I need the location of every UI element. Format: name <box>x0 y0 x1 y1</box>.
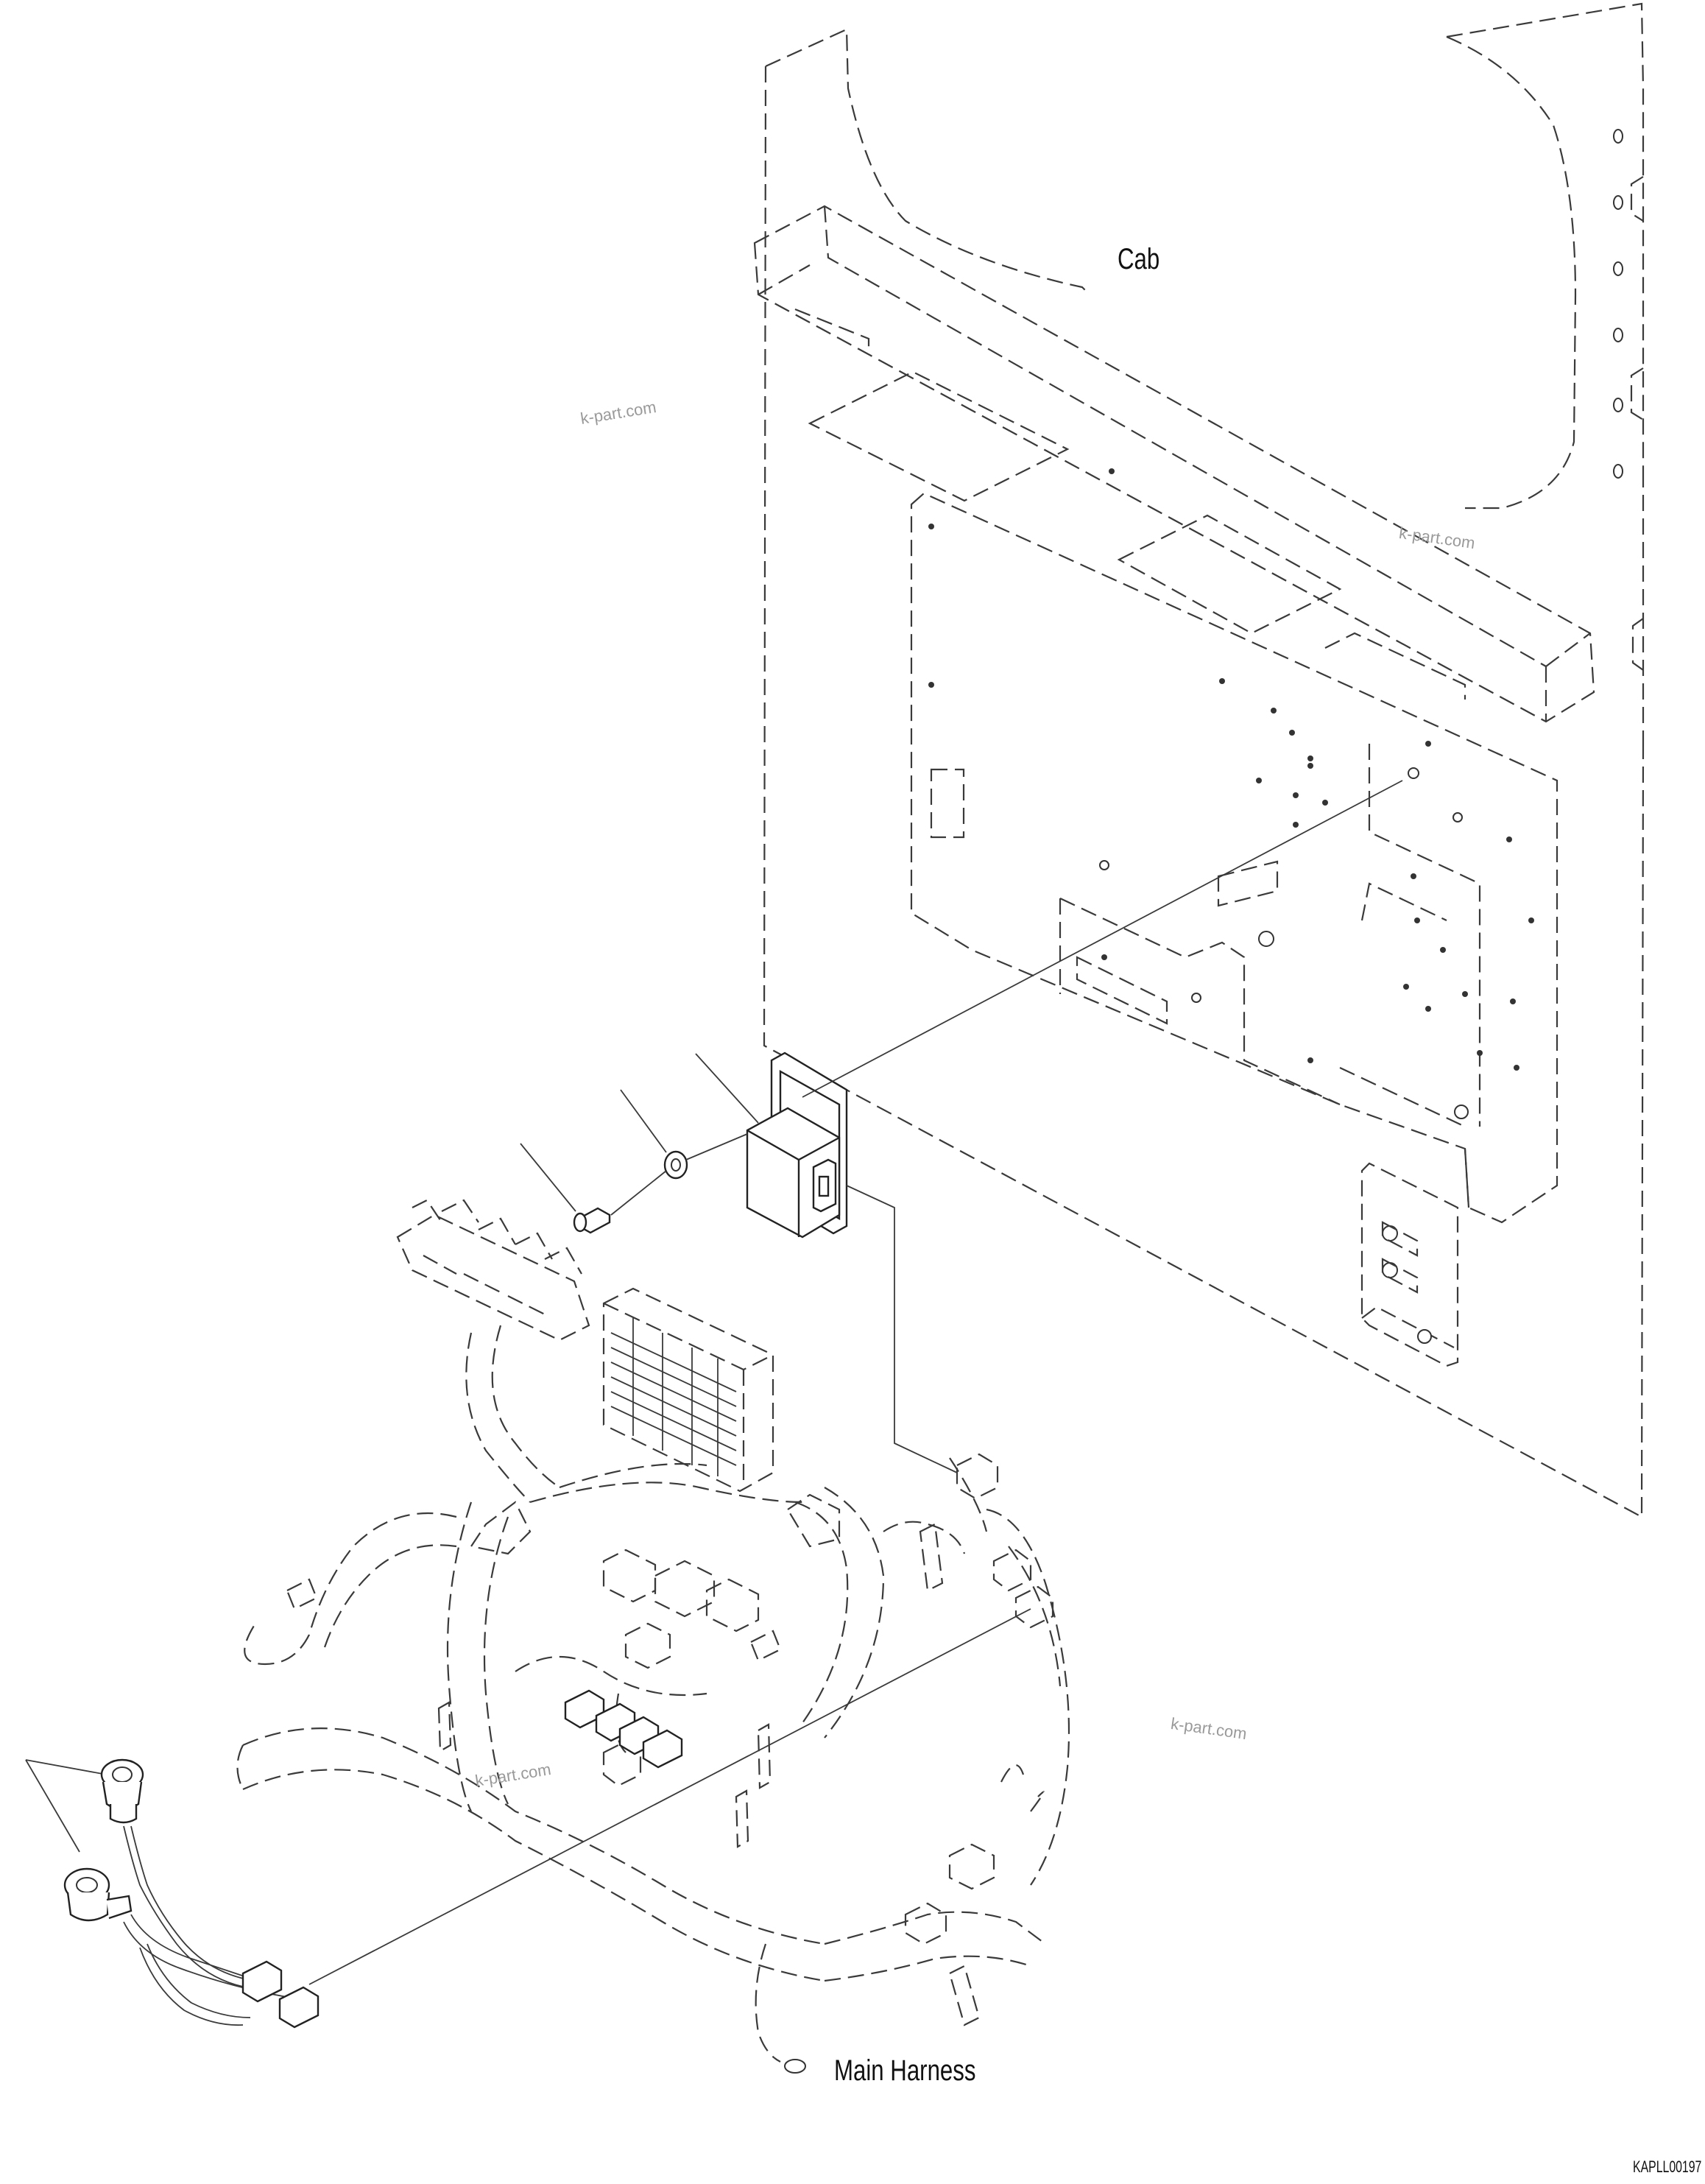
main-harness <box>236 1199 1070 2074</box>
main-harness-label: Main Harness <box>834 2054 976 2087</box>
mounting-holes <box>928 468 1534 1119</box>
lower-bracket <box>1360 1162 1459 1367</box>
bolt <box>573 1207 611 1234</box>
drawing-code-label: KAPLL00197 <box>1633 2157 1702 2176</box>
cab-label: Cab <box>1118 243 1160 275</box>
fuse-rows <box>610 1318 737 1476</box>
mounting-plate <box>910 468 1558 1224</box>
cab-outline <box>753 2 1645 1518</box>
leader-lines <box>25 780 1403 1985</box>
washer <box>663 1150 688 1180</box>
socket-assembly <box>63 1758 320 2029</box>
controller-unit <box>746 1052 848 1239</box>
